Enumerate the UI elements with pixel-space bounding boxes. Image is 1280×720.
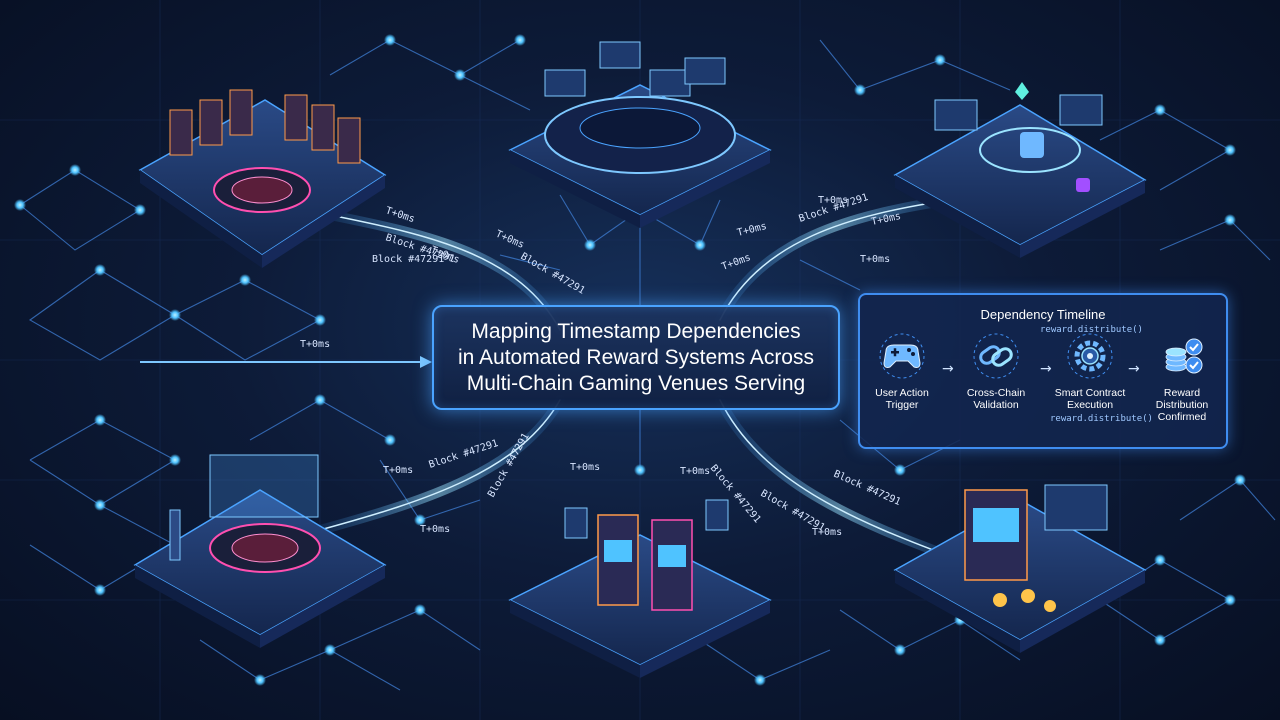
label-block: Block #47291 [372, 254, 444, 265]
platform-top-left-casino [138, 89, 387, 268]
step-label-line-2: Distribution [1155, 399, 1209, 411]
label-t0: T+0ms [818, 195, 848, 206]
gear-icon [1067, 333, 1113, 379]
arrow-right-icon: → [1128, 361, 1140, 377]
label-t0: T+0ms [420, 524, 450, 535]
label-t0: T+0ms [720, 252, 752, 273]
arrow-right-icon: → [942, 361, 954, 377]
label-t0: T+0ms [300, 339, 330, 350]
step-label-line-1: Smart Contract [1054, 387, 1126, 399]
timeline-title: Dependency Timeline [980, 307, 1106, 322]
chain-link-icon [973, 333, 1019, 379]
timeline-step-cross-chain: Cross-Chain Validation [956, 333, 1036, 411]
platform-bottom-center-arcade [508, 499, 772, 678]
input-arrow [140, 356, 432, 368]
timeline-step-reward-distribution: Reward Distribution Confirmed [1142, 333, 1222, 423]
gamepad-icon [879, 333, 925, 379]
timeline-step-smart-contract: Smart Contract Execution reward.distribu… [1050, 333, 1153, 425]
platform-bottom-right-arcade [893, 484, 1147, 653]
arrow-right-icon: → [1040, 361, 1052, 377]
step-label-line-2: Validation [973, 399, 1019, 411]
step-function-call: reward.distribute() [1050, 414, 1153, 424]
label-t0: T+0ms [736, 221, 768, 239]
label-t0: T+0ms [384, 205, 416, 225]
step-label-line-1: User Action [875, 387, 929, 399]
label-block: Block #47291 [832, 469, 902, 508]
platform-top-right-blockchain [893, 82, 1147, 258]
step-label-line-1: Cross-Chain [966, 387, 1026, 399]
title-panel: Mapping Timestamp Dependencies in Automa… [432, 305, 840, 410]
title-line-1: Mapping Timestamp Dependencies [471, 319, 801, 343]
timeline-function-call: reward.distribute() [1040, 325, 1143, 335]
coin-stack-icon [1165, 338, 1203, 374]
title-text: Mapping Timestamp Dependencies in Automa… [458, 319, 814, 397]
label-t0: T+0ms [860, 254, 890, 265]
timeline-step-user-action: User Action Trigger [862, 333, 942, 411]
label-t0: T+0ms [680, 466, 710, 477]
platform-bottom-left-roulette [133, 454, 387, 648]
network-nodes [14, 34, 1246, 686]
step-label-line-3: Confirmed [1157, 411, 1207, 423]
step-label-line-1: Reward [1163, 387, 1201, 399]
platform-top-center-arena [508, 41, 772, 228]
title-line-3: Multi-Chain Gaming Venues Serving [466, 371, 806, 395]
data-streams [315, 195, 965, 565]
step-label-line-2: Execution [1066, 399, 1114, 411]
label-t0: T+0ms [383, 465, 413, 476]
dependency-timeline-panel: Dependency Timeline reward.distribute() … [858, 293, 1228, 449]
label-t0: T+0ms [570, 462, 600, 473]
label-t0: T+0ms [812, 527, 842, 538]
step-label-line-2: Trigger [885, 399, 919, 411]
label-t0: T+0ms [494, 229, 526, 251]
title-line-2: in Automated Reward Systems Across [458, 345, 814, 369]
